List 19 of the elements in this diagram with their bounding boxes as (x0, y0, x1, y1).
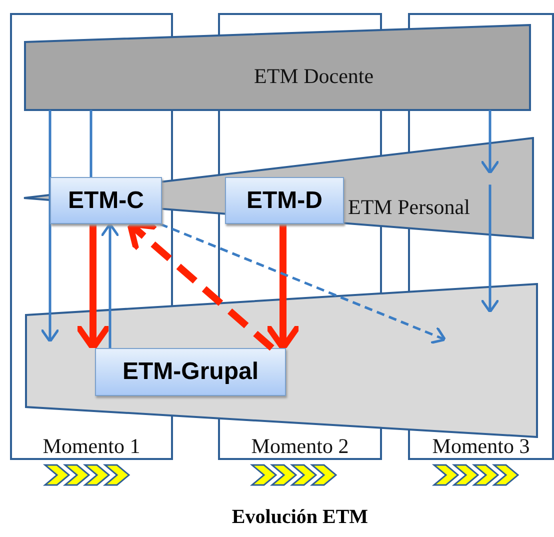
band-shape (24, 24, 531, 111)
arrow (40, 110, 60, 343)
column-box (218, 436, 382, 460)
column-box (10, 436, 173, 460)
arrow (160, 222, 446, 344)
concept-box: ETM-Grupal (95, 348, 286, 396)
column-label: Momento 1 (42, 434, 140, 458)
arrow (480, 184, 500, 314)
band-label: ETM Personal (348, 195, 470, 220)
column-box (408, 436, 554, 460)
band-shape (25, 283, 538, 438)
caption: Evolución ETM (230, 505, 370, 530)
arrow (480, 110, 500, 174)
column-label: Momento 3 (432, 434, 530, 458)
arrow (264, 224, 302, 351)
band-label: ETM Docente (254, 64, 374, 89)
column-label: Momento 2 (251, 434, 349, 458)
arrow (100, 222, 120, 348)
arrow (74, 224, 112, 351)
